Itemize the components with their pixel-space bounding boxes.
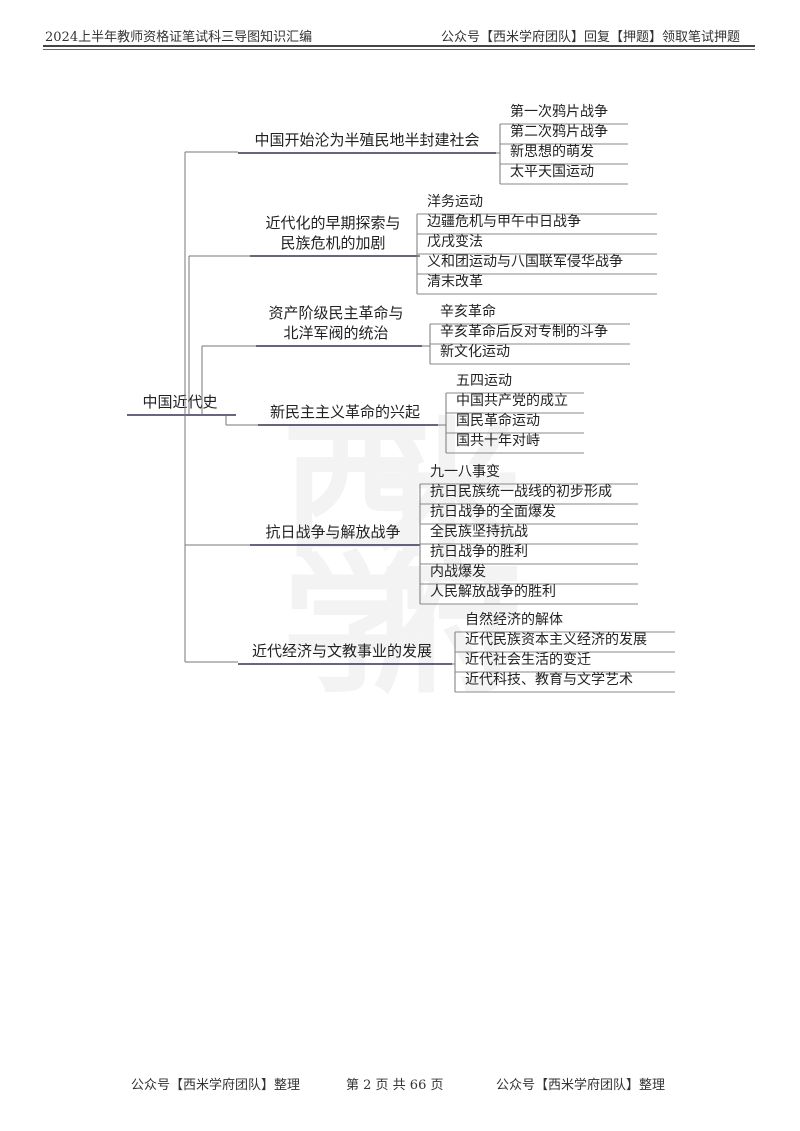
- footer-page-number: 第 2 页 共 66 页: [346, 1078, 444, 1093]
- leaf-label: 抗日战争的胜利: [430, 544, 528, 560]
- leaf-label: 近代社会生活的变迁: [465, 652, 591, 668]
- leaf-label: 戊戌变法: [427, 234, 483, 250]
- leaf-label: 边疆危机与甲午中日战争: [427, 214, 581, 230]
- header-rule-thin: [43, 48, 755, 50]
- branch-label: 资产阶级民主革命与: [268, 304, 403, 322]
- leaf-label: 太平天国运动: [510, 164, 594, 180]
- leaf-label: 近代民族资本主义经济的发展: [465, 632, 647, 648]
- branch-label: 中国开始沦为半殖民地半封建社会: [254, 131, 479, 149]
- leaf-label: 内战爆发: [430, 564, 486, 580]
- watermark: 西 米 学 府: [282, 417, 522, 702]
- leaf-label: 洋务运动: [427, 194, 483, 210]
- branch-label: 近代化的早期探索与: [265, 214, 400, 232]
- leaf-label: 自然经济的解体: [465, 611, 563, 628]
- leaf-label: 抗日民族统一战线的初步形成: [430, 483, 612, 500]
- leaf-label: 近代科技、教育与文学艺术: [465, 672, 633, 688]
- leaf-label: 辛亥革命后反对专制的斗争: [440, 323, 608, 340]
- footer-right: 公众号【西米学府团队】整理: [496, 1078, 666, 1093]
- leaf-label: 国共十年对峙: [456, 433, 540, 449]
- leaf-label: 抗日战争的全面爆发: [430, 503, 556, 520]
- branch-label: 新民主主义革命的兴起: [270, 403, 420, 421]
- leaf-label: 新思想的萌发: [510, 144, 594, 160]
- leaf-label: 国民革命运动: [456, 412, 540, 429]
- leaf-label: 辛亥革命: [440, 303, 496, 320]
- leaf-label: 清末改革: [427, 274, 483, 290]
- header-title: 2024上半年教师资格证笔试科三导图知识汇编: [45, 30, 313, 45]
- branch-label: 北洋军阀的统治: [283, 324, 388, 342]
- header-rule: [43, 45, 755, 47]
- leaf-label: 第一次鸦片战争: [510, 103, 608, 120]
- leaf-label: 第二次鸦片战争: [510, 123, 608, 140]
- leaf-label: 人民解放战争的胜利: [430, 584, 556, 600]
- leaf-label: 中国共产党的成立: [456, 393, 568, 409]
- leaf-label: 九一八事变: [430, 464, 500, 480]
- leaf-label: 义和团运动与八国联军侵华战争: [427, 253, 623, 270]
- leaf-label: 全民族坚持抗战: [430, 523, 528, 540]
- leaf-label: 新文化运动: [440, 344, 510, 360]
- root-node-label: 中国近代史: [142, 393, 217, 411]
- footer-left: 公众号【西米学府团队】整理: [131, 1078, 301, 1093]
- branch-label: 抗日战争与解放战争: [265, 523, 400, 541]
- branch-label: 近代经济与文教事业的发展: [252, 642, 432, 660]
- branch-label: 民族危机的加剧: [280, 234, 385, 252]
- header-promo: 公众号【西米学府团队】回复【押题】领取笔试押题: [441, 30, 741, 45]
- leaf-label: 五四运动: [456, 373, 512, 389]
